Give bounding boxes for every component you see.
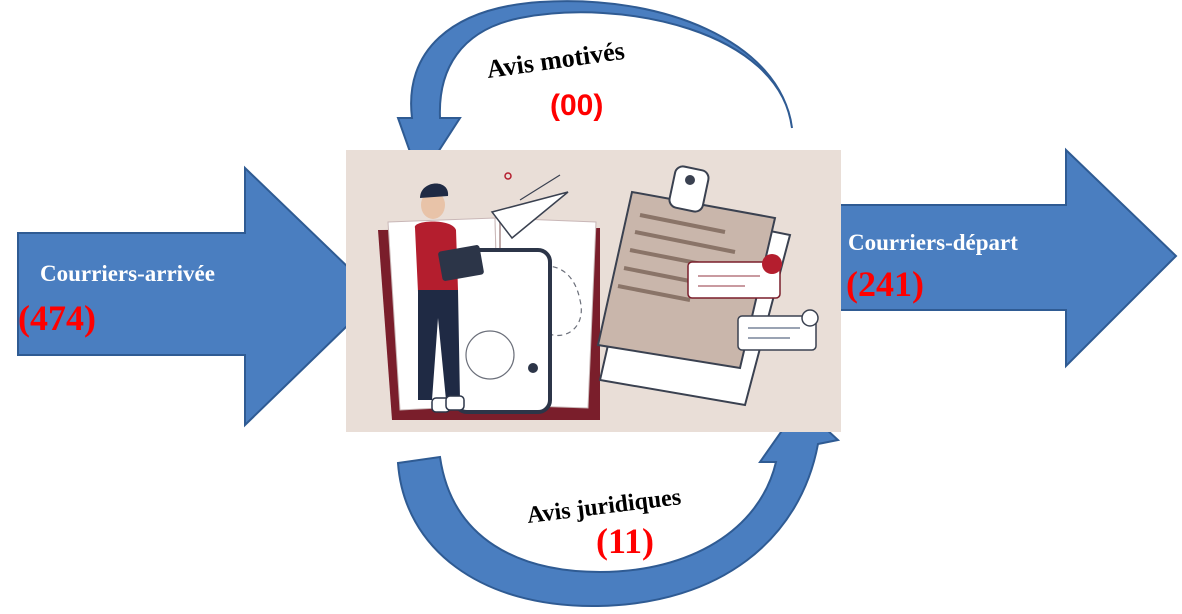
outgoing-mail-count: (241) [846,264,924,304]
outgoing-mail-label: Courriers-départ [848,230,1018,255]
incoming-mail-arrow [17,165,380,428]
motivated-opinions-label: Avis motivés [485,36,627,84]
motivated-opinions-curved-arrow [396,0,793,183]
central-illustration [346,150,841,432]
bell-icon [762,254,782,274]
legal-opinions-curved-arrow [396,403,841,608]
outgoing-mail-arrow [817,147,1178,369]
person-reading-icon [414,183,484,413]
notification-card [687,254,819,351]
motivated-opinions-count: (00) [550,89,603,122]
share-icon [801,309,819,327]
clipboard-icon [596,165,792,407]
incoming-mail-count: (474) [18,298,96,338]
incoming-mail-label: Courriers-arrivée [40,261,215,286]
paper-plane-icon [490,172,569,240]
legal-opinions-count: (11) [596,521,654,561]
